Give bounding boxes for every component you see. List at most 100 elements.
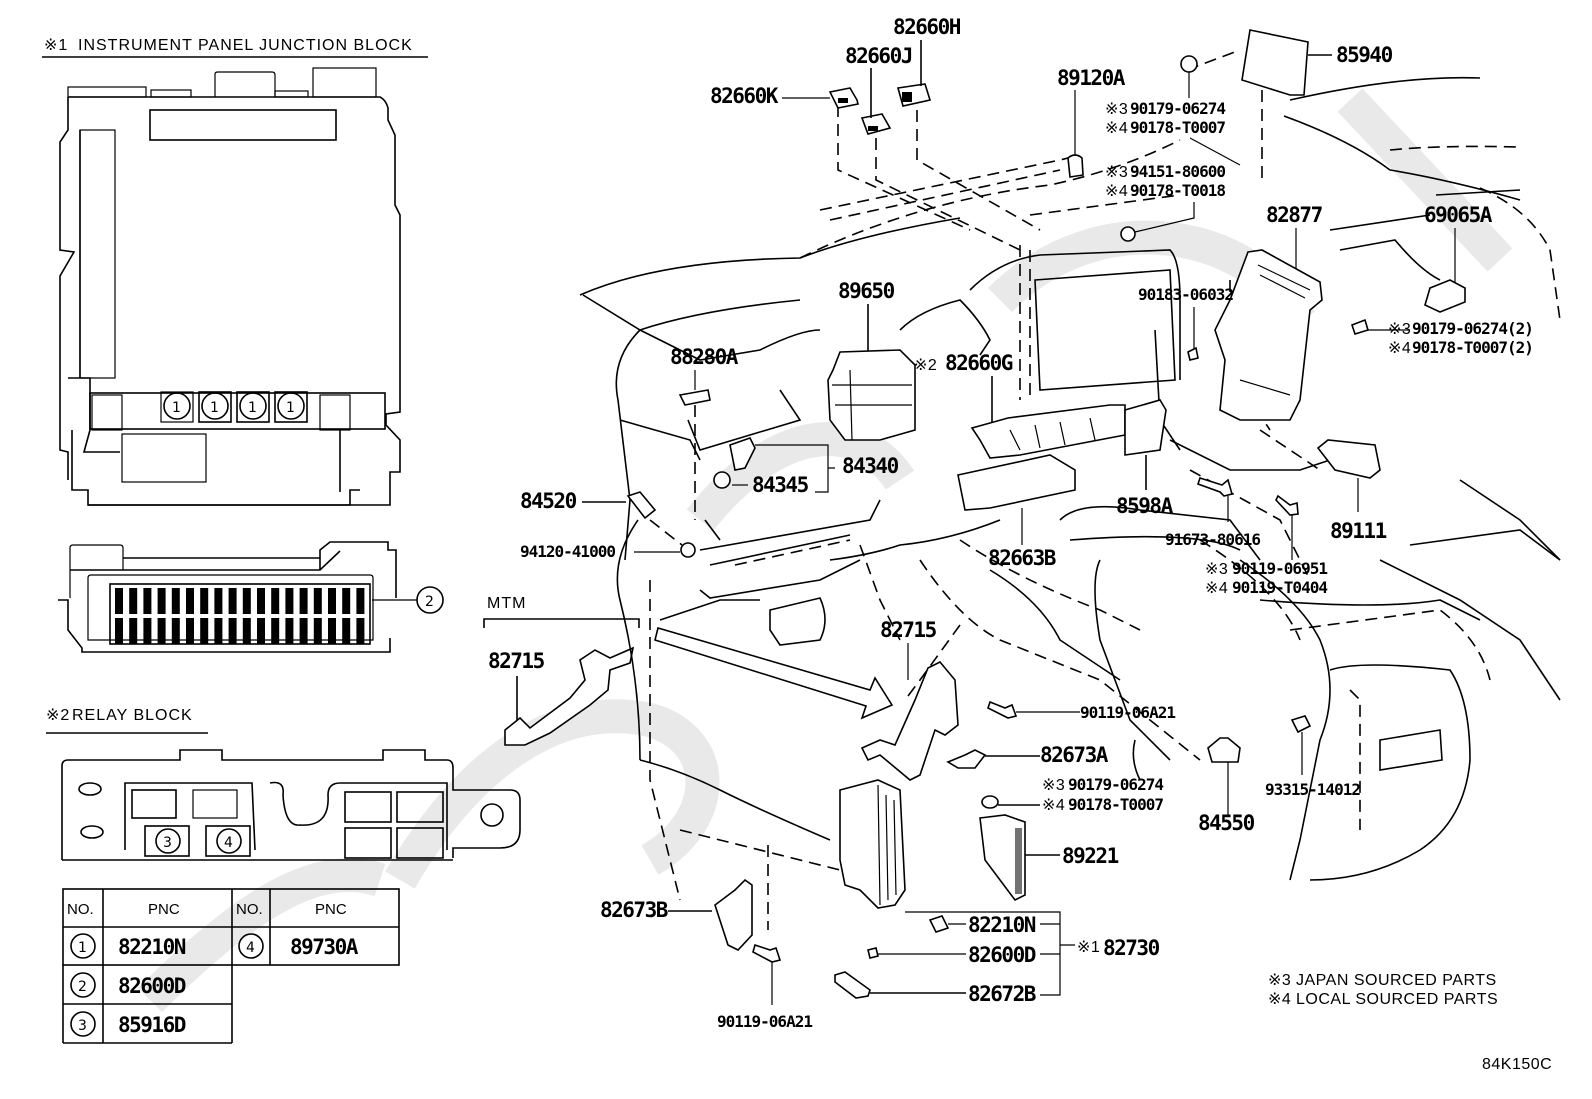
alt-part-pnc: 90179-06274 xyxy=(1130,99,1225,118)
table-row: 3 85916D xyxy=(70,1011,187,1037)
connector-pin xyxy=(228,618,237,644)
relay-callout: 3 xyxy=(163,835,172,851)
relay-callout: 4 xyxy=(224,835,233,851)
legend-text: JAPAN SOURCED PARTS xyxy=(1296,972,1497,989)
connector-pin xyxy=(186,588,194,614)
module-89111 xyxy=(1316,439,1381,479)
alt-part-mark: ※3 xyxy=(1105,164,1128,181)
part-label-89111: 89111 xyxy=(1330,519,1387,543)
table-cell-no: 3 xyxy=(78,1018,87,1034)
connector-pin xyxy=(200,618,209,644)
part-label-82660J: 82660J xyxy=(845,44,912,68)
connector-pin xyxy=(115,618,123,644)
part-label-8598A: 8598A xyxy=(1116,494,1174,518)
fuse-callouts: 1 1 1 1 xyxy=(160,391,308,423)
connector-pin xyxy=(186,618,194,644)
part-label-88280A: 88280A xyxy=(670,345,739,369)
connector-callout-circle xyxy=(416,586,444,614)
relay-callout-circle xyxy=(216,828,242,854)
table-row: 1 82210N xyxy=(70,933,187,959)
junction-block-title-mark: ※1 xyxy=(44,37,68,54)
connector-pin xyxy=(285,618,294,644)
lock-69065A xyxy=(1424,279,1466,313)
part-label-82673B: 82673B xyxy=(600,898,668,922)
cover-82672B xyxy=(834,971,871,999)
table-cell-no: 1 xyxy=(78,940,87,956)
alt-part-mark: ※3 xyxy=(1105,101,1128,118)
connector-pin xyxy=(271,588,280,614)
connector-pin xyxy=(257,588,265,614)
bracket-82673A xyxy=(946,749,987,769)
connector-pin xyxy=(214,588,223,614)
module-85940 xyxy=(1241,29,1309,96)
part-label-82660G: 82660G xyxy=(945,351,1013,375)
connector-pin xyxy=(285,588,294,614)
mtm-bracket xyxy=(483,618,640,628)
table-cell-no: 4 xyxy=(246,940,255,956)
connector-pin xyxy=(214,618,223,644)
connector-pin xyxy=(143,588,152,614)
pnc-table xyxy=(62,888,400,1044)
alt-part-pnc: 90178-T0007(2) xyxy=(1412,338,1533,357)
table-cell-pnc: 82600D xyxy=(118,974,186,998)
table-header-pnc: PNC xyxy=(315,901,347,918)
part-label-91673-80616: 91673-80616 xyxy=(1165,530,1260,549)
part-label-90183-06032: 90183-06032 xyxy=(1138,285,1233,304)
clip-icon xyxy=(981,795,999,809)
part-label-82210N: 82210N xyxy=(968,913,1036,937)
alt-part-mark: ※3 xyxy=(1042,777,1065,794)
junction-block-connector-view xyxy=(58,541,397,653)
sensor-88280A xyxy=(678,389,711,406)
part-label-89650: 89650 xyxy=(838,279,895,303)
dashed-guide xyxy=(649,519,683,546)
connector-pin xyxy=(157,588,166,614)
sensor-89120A xyxy=(1067,154,1084,178)
fuse-callout: 1 xyxy=(210,400,219,416)
table-cell-pnc: 85916D xyxy=(118,1013,186,1037)
bracket-82663B xyxy=(957,454,1076,511)
junction-block-ribs xyxy=(877,784,897,906)
alt-part-pnc: 90178-T0007 xyxy=(1130,118,1225,137)
alt-part-pnc: 90179-06274(2) xyxy=(1412,319,1533,338)
relay-block-drawing xyxy=(61,749,521,861)
alt-part-pnc: 90178-T0018 xyxy=(1130,181,1225,200)
bolt-icon xyxy=(752,943,782,963)
connector-pin xyxy=(313,588,322,614)
relay-block-title-mark: ※2 xyxy=(46,707,70,724)
connector-pin xyxy=(171,618,180,644)
part-label-82673A: 82673A xyxy=(1040,743,1109,767)
transfer-arrow xyxy=(654,626,894,720)
switch-82660H xyxy=(896,83,932,107)
part-label-93315-14012: 93315-14012 xyxy=(1265,780,1360,799)
table-row: 2 82600D xyxy=(70,972,187,998)
part-label-94120-41000: 94120-41000 xyxy=(520,542,615,561)
part-label-84550: 84550 xyxy=(1198,811,1255,835)
clip-icon xyxy=(1187,346,1199,361)
alt-part-mark: ※4 xyxy=(1042,797,1065,814)
part-label-82660H: 82660H xyxy=(893,15,961,39)
part-label-82730: 82730 xyxy=(1103,936,1160,960)
connector-pin xyxy=(129,618,138,644)
connector-82600D-icon xyxy=(867,947,879,959)
bracket-82715-mtm xyxy=(504,646,635,746)
legend-mark: ※4 xyxy=(1268,991,1291,1008)
part-label-82660G-mark: ※2 xyxy=(914,357,937,374)
table-header-pnc: PNC xyxy=(148,901,180,918)
part-label-84520: 84520 xyxy=(520,489,577,513)
connector-pin xyxy=(200,588,209,614)
module-89221 xyxy=(979,814,1026,902)
part-label-82730-mark: ※1 xyxy=(1077,939,1100,956)
part-label-85940: 85940 xyxy=(1336,43,1393,67)
part-label-89120A: 89120A xyxy=(1057,66,1126,90)
relay-detail xyxy=(1009,417,1096,451)
clip-84345-icon xyxy=(713,471,731,489)
clip-icon xyxy=(1350,318,1369,335)
junction-block-82730 xyxy=(839,779,906,909)
mtm-label: MTM xyxy=(487,595,526,612)
bracket-82673B xyxy=(714,878,753,951)
alt-part-mark: ※4 xyxy=(1388,340,1411,357)
legend-text: LOCAL SOURCED PARTS xyxy=(1296,991,1498,1008)
table-cell-no: 2 xyxy=(78,979,87,995)
bolt-icon xyxy=(1275,494,1299,516)
